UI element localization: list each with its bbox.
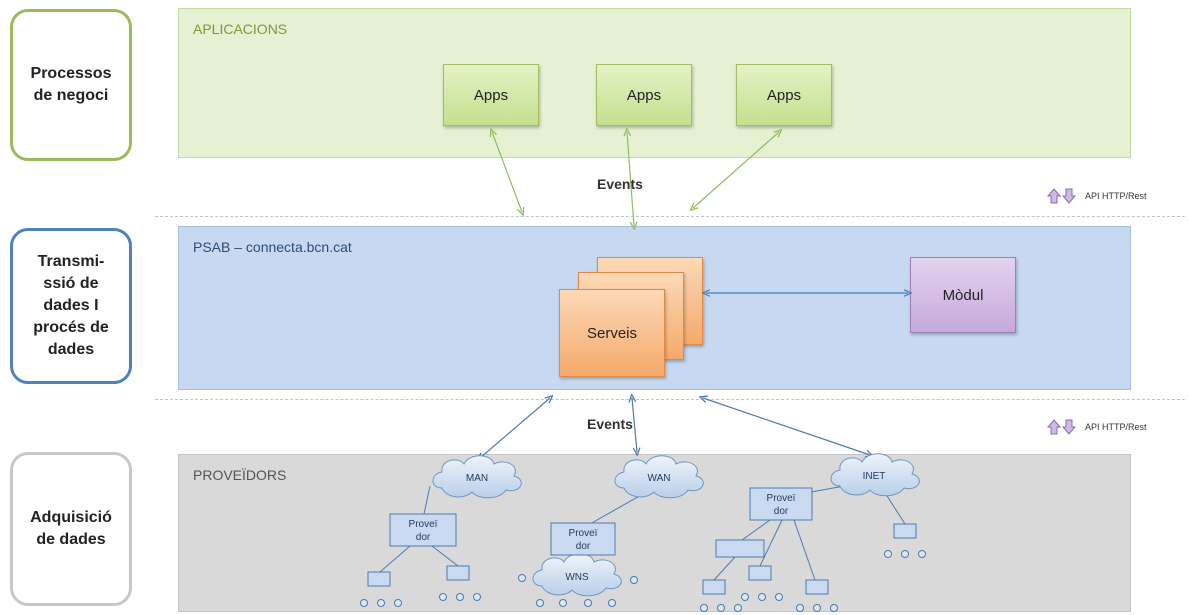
cloud-wan-label: WAN bbox=[648, 473, 671, 484]
apps-box-3: Apps bbox=[736, 64, 832, 126]
platform-layer: PSAB – connecta.bcn.cat Serveis Mòdul bbox=[178, 226, 1131, 390]
provider-box-man: Proveï dor bbox=[389, 513, 457, 547]
provider-arrow-wan bbox=[632, 398, 637, 452]
event-arrow-3 bbox=[693, 132, 779, 208]
side-label-transmission-text: Transmi- ssió de dades I procés de dades bbox=[33, 253, 109, 358]
providers-title: PROVEÏDORS bbox=[193, 467, 287, 483]
events-label-top: Events bbox=[597, 176, 643, 192]
cloud-wns-label: WNS bbox=[565, 572, 589, 583]
side-label-acquisition: Adquisició de dades bbox=[10, 452, 132, 606]
up-down-arrows-icon bbox=[1047, 188, 1077, 204]
network-nodes bbox=[360, 550, 926, 612]
api-label-top-text: API HTTP/Rest bbox=[1085, 191, 1147, 201]
side-label-business: Processos de negoci bbox=[10, 9, 132, 161]
provider-box-inet: Proveï dor bbox=[749, 487, 813, 521]
applications-layer: APLICACIONS Apps Apps Apps bbox=[178, 8, 1131, 158]
api-label-top: API HTTP/Rest bbox=[1047, 188, 1147, 204]
side-label-business-text: Processos de negoci bbox=[30, 65, 112, 104]
provider-box-wan: Proveï dor bbox=[550, 522, 616, 556]
api-label-bottom-text: API HTTP/Rest bbox=[1085, 422, 1147, 432]
side-label-transmission: Transmi- ssió de dades I procés de dades bbox=[10, 228, 132, 384]
side-label-acquisition-text: Adquisició de dades bbox=[30, 509, 112, 548]
provider-label-man-1: Proveï bbox=[409, 519, 438, 530]
module-box: Mòdul bbox=[910, 257, 1016, 333]
event-arrow-2 bbox=[627, 132, 634, 226]
applications-title: APLICACIONS bbox=[193, 21, 288, 37]
cloud-wns: WNS bbox=[532, 553, 622, 597]
cloud-wan: WAN bbox=[614, 455, 704, 499]
events-label-bottom: Events bbox=[587, 416, 633, 432]
provider-label-wan-1: Proveï bbox=[569, 528, 598, 539]
apps-box-2: Apps bbox=[596, 64, 692, 126]
provider-label-man-2: dor bbox=[416, 532, 431, 543]
provider-label-inet-2: dor bbox=[774, 506, 789, 517]
event-arrow-1 bbox=[492, 132, 522, 212]
cloud-man-label: MAN bbox=[466, 473, 488, 484]
provider-arrow-man bbox=[480, 398, 550, 458]
provider-arrow-inet bbox=[703, 398, 870, 455]
separator-top bbox=[155, 216, 1185, 217]
cloud-inet: INET bbox=[830, 453, 920, 497]
network-devices bbox=[367, 523, 917, 595]
separator-bottom bbox=[155, 399, 1185, 400]
provider-label-inet-1: Proveï bbox=[767, 493, 796, 504]
cloud-inet-label: INET bbox=[863, 471, 886, 482]
provider-label-wan-2: dor bbox=[576, 541, 591, 552]
services-box: Serveis bbox=[559, 289, 665, 377]
up-down-arrows-icon bbox=[1047, 419, 1077, 435]
cloud-man: MAN bbox=[432, 455, 522, 499]
api-label-bottom: API HTTP/Rest bbox=[1047, 419, 1147, 435]
apps-box-1: Apps bbox=[443, 64, 539, 126]
platform-title: PSAB – connecta.bcn.cat bbox=[193, 239, 352, 255]
